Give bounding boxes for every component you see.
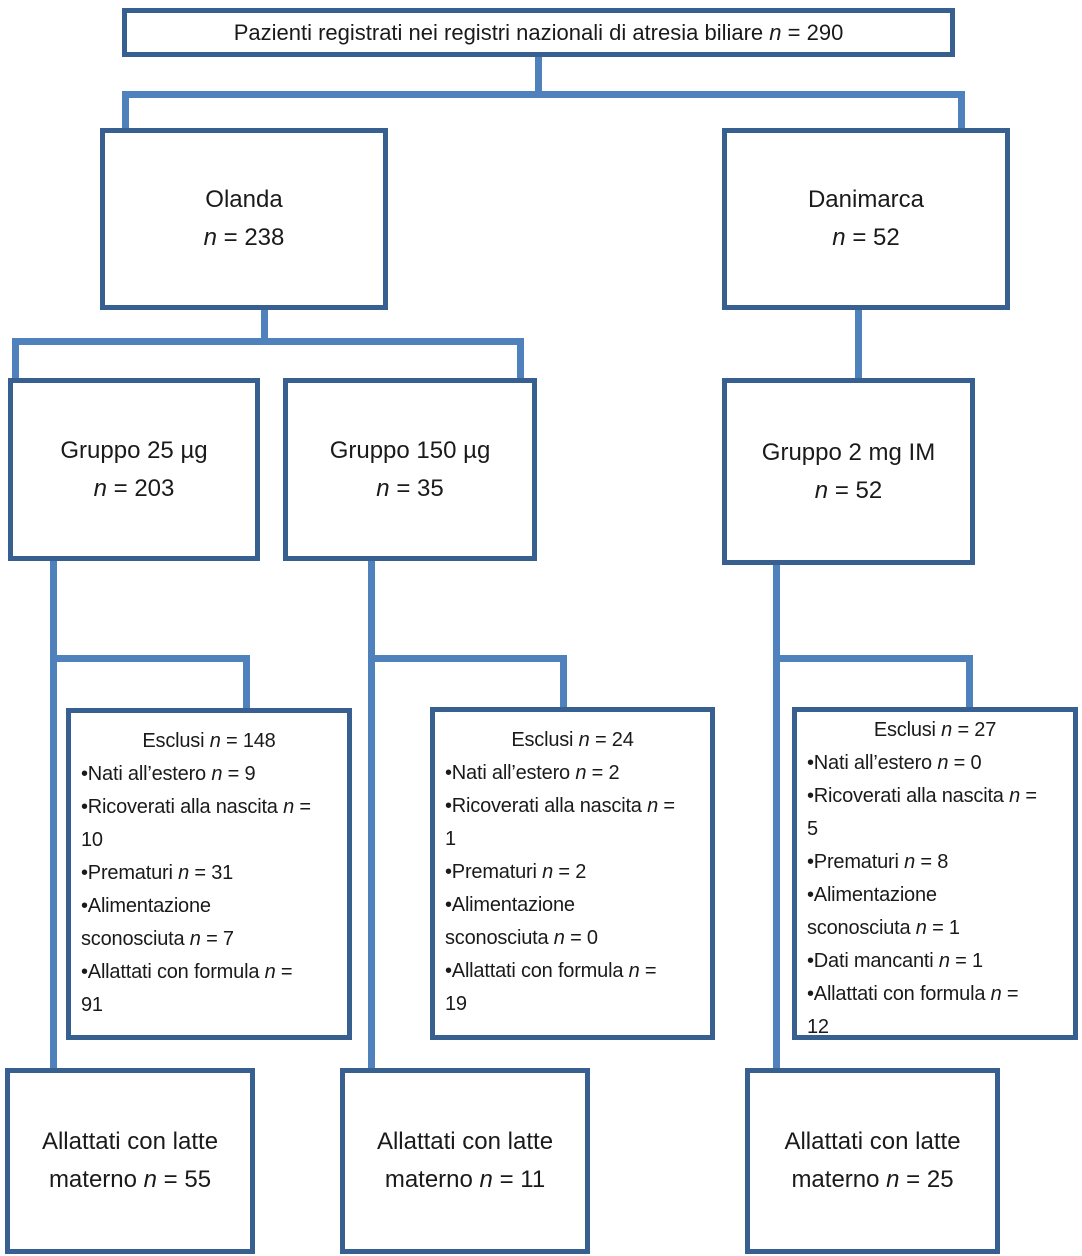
text-line: Pazienti registrati nei registri naziona… bbox=[233, 19, 844, 45]
text-line: Allattati con latte bbox=[41, 1128, 219, 1155]
connector-esclusi25-drop bbox=[243, 655, 250, 710]
text-line: •Prematuri n = 8 bbox=[807, 851, 949, 873]
connector-olanda-stem bbox=[261, 309, 268, 345]
text-line: •Alimentazione bbox=[81, 895, 211, 917]
node-latte-materno-25ug: Allattati con latte materno n = 55 bbox=[5, 1068, 255, 1254]
text-line: •Nati all’estero n = 0 bbox=[807, 752, 982, 774]
text-line: Esclusi n = 27 bbox=[873, 719, 997, 741]
text-line: •Allattati con formula n = bbox=[81, 961, 293, 983]
connector-root-to-olanda bbox=[122, 96, 129, 130]
connector-gruppo25-main bbox=[50, 559, 57, 1070]
text-line: Danimarca bbox=[807, 186, 925, 213]
node-gruppo-150ug: Gruppo 150 µg n = 35 bbox=[283, 378, 537, 561]
text-line: sconosciuta n = 0 bbox=[445, 927, 598, 949]
text-line: sconosciuta n = 1 bbox=[807, 917, 960, 939]
text-line: •Alimentazione bbox=[445, 894, 575, 916]
node-gruppo-2mg-im: Gruppo 2 mg IM n = 52 bbox=[722, 378, 975, 565]
text-line: •Prematuri n = 2 bbox=[445, 861, 587, 883]
text-line: n = 203 bbox=[93, 474, 175, 502]
connector-root-to-danimarca bbox=[958, 96, 965, 130]
text-line: 12 bbox=[807, 1016, 829, 1038]
text-line: 5 bbox=[807, 818, 818, 840]
text-line: Gruppo 150 µg bbox=[329, 436, 491, 464]
text-line: n = 52 bbox=[814, 476, 883, 504]
text-line: Esclusi n = 148 bbox=[142, 730, 276, 752]
text-line: Allattati con latte bbox=[376, 1128, 554, 1155]
text-line: materno n = 55 bbox=[48, 1166, 212, 1193]
connector-gruppo2mg-branch bbox=[773, 655, 973, 662]
text-line: •Ricoverati alla nascita n = bbox=[445, 795, 675, 817]
text-line: n = 238 bbox=[203, 224, 285, 251]
node-esclusi-150ug: Esclusi n = 24 •Nati all’estero n = 2 •Ric… bbox=[430, 707, 715, 1040]
connector-gruppo150-branch bbox=[368, 655, 567, 662]
text-line: materno n = 25 bbox=[791, 1166, 954, 1193]
text-line: •Nati all’estero n = 2 bbox=[445, 762, 620, 784]
text-line: •Allattati con formula n = bbox=[807, 983, 1019, 1005]
connector-gruppo2mg-main bbox=[773, 563, 780, 1070]
node-esclusi-25ug: Esclusi n = 148 •Nati all’estero n = 9 •Ri… bbox=[66, 708, 352, 1040]
connector-esclusi2mg-drop bbox=[966, 655, 973, 709]
node-root: Pazienti registrati nei registri naziona… bbox=[122, 8, 955, 57]
text-line: n = 35 bbox=[376, 474, 444, 502]
connector-esclusi150-drop bbox=[560, 655, 567, 709]
text-line: Esclusi n = 24 bbox=[511, 729, 634, 751]
connector-root-stem bbox=[535, 56, 542, 96]
text-line: •Prematuri n = 31 bbox=[81, 862, 234, 884]
text-line: Allattati con latte bbox=[784, 1128, 961, 1155]
node-latte-materno-2mg: Allattati con latte materno n = 25 bbox=[745, 1068, 1000, 1254]
text-line: 19 bbox=[445, 993, 467, 1015]
node-esclusi-2mg: Esclusi n = 27 •Nati all’estero n = 0 •Ric… bbox=[792, 707, 1078, 1040]
node-gruppo-25ug: Gruppo 25 µg n = 203 bbox=[8, 378, 260, 561]
text-line: Olanda bbox=[205, 186, 283, 213]
connector-to-gruppo150 bbox=[517, 344, 524, 380]
text-line: 10 bbox=[81, 829, 103, 851]
text-line: 1 bbox=[445, 828, 456, 850]
text-line: sconosciuta n = 7 bbox=[81, 928, 234, 950]
text-line: 91 bbox=[81, 994, 103, 1016]
connector-danimarca-to-gruppo2mg bbox=[855, 309, 862, 380]
node-olanda: Olanda n = 238 bbox=[100, 128, 388, 310]
text-line: •Allattati con formula n = bbox=[445, 960, 657, 982]
text-line: •Ricoverati alla nascita n = bbox=[807, 785, 1037, 807]
text-line: Gruppo 25 µg bbox=[60, 436, 208, 464]
connector-gruppo150-main bbox=[368, 559, 375, 1070]
text-line: n = 52 bbox=[832, 224, 900, 251]
connector-gruppo25-branch bbox=[50, 655, 250, 662]
text-line: •Ricoverati alla nascita n = bbox=[81, 796, 311, 818]
text-line: •Dati mancanti n = 1 bbox=[807, 950, 983, 972]
connector-olanda-horizontal bbox=[12, 338, 524, 345]
connector-to-gruppo25 bbox=[12, 344, 19, 380]
text-line: •Nati all’estero n = 9 bbox=[81, 763, 256, 785]
text-line: Gruppo 2 mg IM bbox=[761, 438, 936, 466]
node-latte-materno-150ug: Allattati con latte materno n = 11 bbox=[340, 1068, 590, 1254]
text-line: •Alimentazione bbox=[807, 884, 937, 906]
node-danimarca: Danimarca n = 52 bbox=[722, 128, 1010, 310]
text-line: materno n = 11 bbox=[384, 1166, 546, 1193]
connector-root-horizontal bbox=[122, 91, 965, 98]
